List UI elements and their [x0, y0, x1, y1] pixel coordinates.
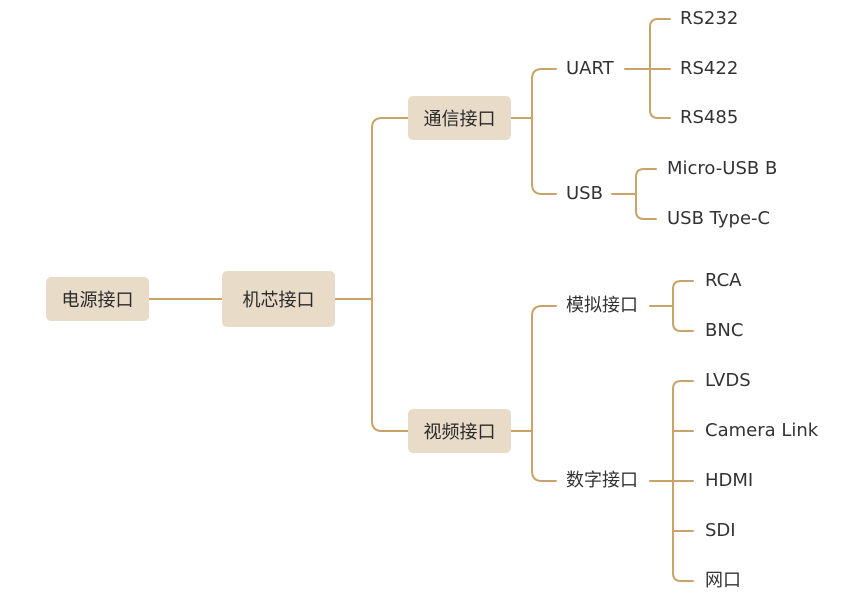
core-node[interactable]: 机芯接口 [222, 271, 335, 327]
analog-node[interactable]: 模拟接口 [566, 295, 638, 316]
digital-node[interactable]: 数字接口 [566, 470, 638, 491]
leaf-rs232[interactable]: RS232 [680, 8, 739, 29]
leaf-bnc[interactable]: BNC [705, 320, 744, 341]
leaf-micro-usb-b[interactable]: Micro-USB B [667, 158, 778, 179]
leaf-rs485[interactable]: RS485 [680, 107, 739, 128]
leaf-hdmi[interactable]: HDMI [705, 470, 754, 491]
leaf-rs422[interactable]: RS422 [680, 58, 739, 79]
uart-node[interactable]: UART [566, 58, 614, 79]
link-video-children [531, 305, 557, 482]
root-node-label: 电源接口 [61, 290, 134, 311]
comm-node[interactable]: 通信接口 [408, 96, 511, 140]
leaf-usb-type-c[interactable]: USB Type-C [667, 208, 771, 229]
leaf-camera-link[interactable]: Camera Link [705, 420, 819, 441]
video-node-label: 视频接口 [423, 422, 496, 443]
core-node-label: 机芯接口 [242, 290, 315, 311]
leaf-network-port[interactable]: 网口 [705, 570, 741, 591]
leaf-lvds[interactable]: LVDS [705, 370, 751, 391]
leaf-sdi[interactable]: SDI [705, 520, 736, 541]
root-node[interactable]: 电源接口 [46, 277, 149, 321]
link-comm-children [531, 68, 557, 195]
link-usb-children [635, 168, 657, 220]
link-analog-children [672, 280, 694, 332]
video-node[interactable]: 视频接口 [408, 409, 511, 453]
comm-node-label: 通信接口 [423, 109, 496, 130]
leaf-rca[interactable]: RCA [705, 270, 742, 291]
usb-node[interactable]: USB [566, 183, 603, 204]
link-core-comm [371, 117, 409, 432]
